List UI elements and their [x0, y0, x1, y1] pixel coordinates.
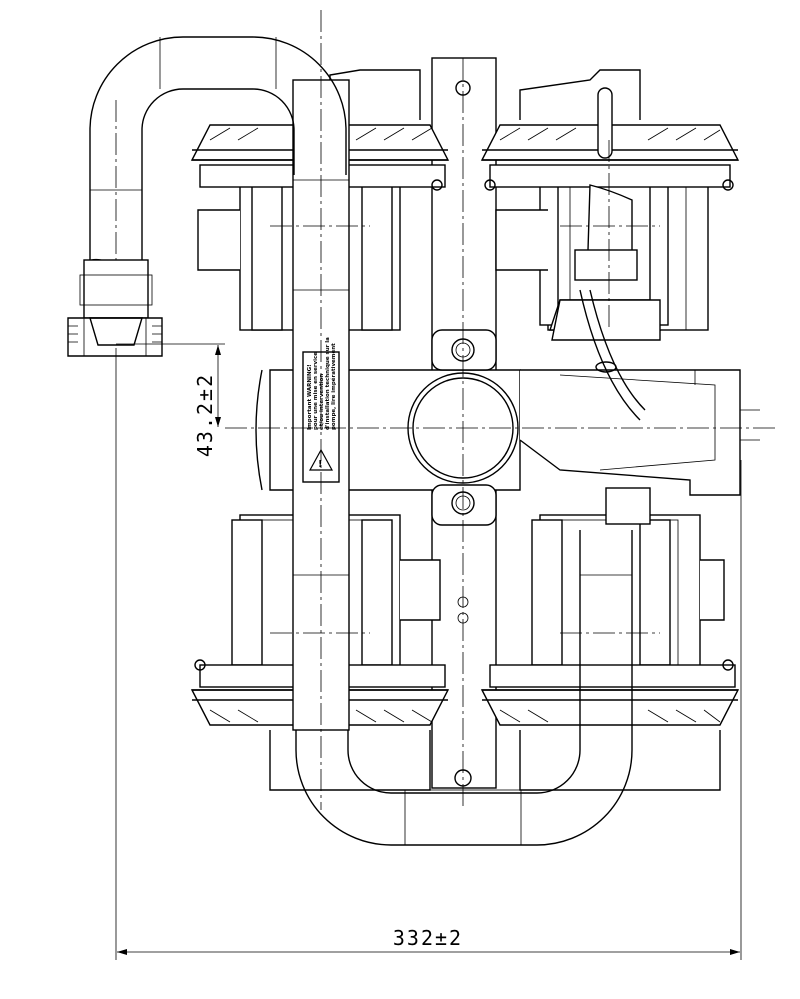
warning-label-line: pour une mise en service	[313, 352, 319, 430]
warning-label-line: pompe, lire impérativement	[330, 343, 337, 430]
warning-triangle-exclaim: !	[318, 459, 323, 470]
centerlines	[115, 10, 775, 810]
pump-head-top-right	[480, 69, 740, 331]
inlet-fitting	[67, 259, 163, 357]
warning-label-line: et/ou intervention	[319, 374, 325, 430]
offset-dimension: 43.2±2	[193, 373, 217, 457]
width-dimension: 332±2	[393, 926, 463, 950]
warning-label-line: Important WARNING!	[307, 364, 313, 430]
pump-head-bottom-right	[480, 487, 740, 791]
dimensions: 332±2 43.2±2	[115, 343, 742, 960]
warning-label-line: d'installation technique sur la	[325, 337, 331, 430]
pump-head-bottom-left	[190, 514, 450, 791]
